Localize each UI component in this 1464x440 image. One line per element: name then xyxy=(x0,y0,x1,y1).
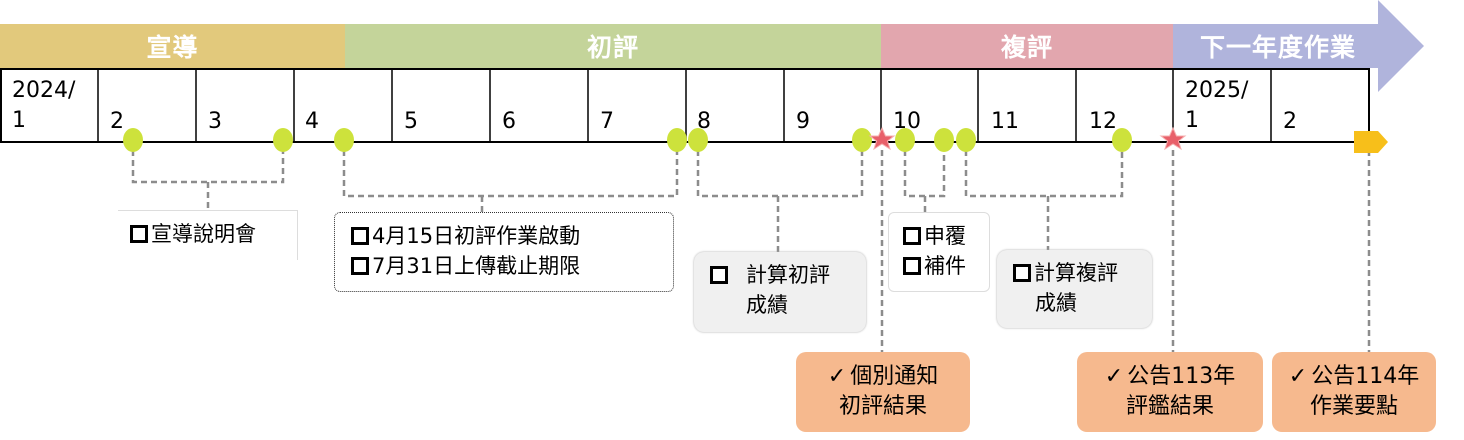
month-year: 2024/ xyxy=(12,78,76,103)
month-label: 10 xyxy=(893,109,921,134)
phase-label-initial-review: 初評 xyxy=(586,33,639,62)
item-text: 4月15日初評作業啟動 xyxy=(372,224,581,248)
star-icon xyxy=(1159,126,1187,151)
box-promotion: 宣導說明會 xyxy=(118,210,298,260)
milestone-dot xyxy=(1112,128,1132,152)
announcement-notify: ✓個別通知 初評結果 xyxy=(796,352,970,432)
month-label: 2 xyxy=(1283,109,1297,134)
item-text: 成績 xyxy=(1035,291,1077,315)
end-marker-icon xyxy=(1354,131,1388,153)
milestone-dot xyxy=(123,128,143,152)
item-text: 個別通知 xyxy=(850,364,939,389)
phase-band-promotion: 宣導 xyxy=(0,24,345,68)
item-text: 公告113年 xyxy=(1127,364,1236,389)
connector-calc-initial xyxy=(696,150,864,252)
month-year: 2025/ xyxy=(1185,78,1249,103)
month-label: 11 xyxy=(991,109,1019,134)
phase-label-wrap-next-year: 下一年度作業 xyxy=(1173,24,1383,68)
item-text: 評鑑結果 xyxy=(1125,394,1214,419)
box-line: 申覆 xyxy=(903,221,989,251)
box-initial-review: 4月15日初評作業啟動 7月31日上傳截止期限 xyxy=(334,212,674,292)
month-number: 1 xyxy=(12,108,26,133)
month-number: 1 xyxy=(1185,108,1199,133)
milestone-dot xyxy=(688,128,708,152)
box-line: ✓公告113年 xyxy=(1077,362,1263,392)
checkbox-icon xyxy=(130,225,148,243)
box-calc-initial: 計算初評 成績 xyxy=(694,252,866,332)
box-line: 7月31日上傳截止期限 xyxy=(351,251,673,281)
box-line: 宣導說明會 xyxy=(130,219,297,249)
checkbox-icon xyxy=(903,227,921,245)
connector-calc-review xyxy=(964,150,1124,250)
announcement-114: ✓公告114年 作業要點 xyxy=(1272,352,1436,432)
box-line: 計算複評 xyxy=(1013,258,1152,288)
month-label: 3 xyxy=(208,109,222,134)
box-line: 成績 xyxy=(710,290,866,320)
connector-initial xyxy=(342,150,679,212)
item-text: 成績 xyxy=(746,293,788,317)
box-line: 補件 xyxy=(903,251,989,281)
item-text: 補件 xyxy=(924,254,966,278)
milestone-dot xyxy=(956,128,976,152)
milestone-dot xyxy=(895,128,915,152)
box-calc-review: 計算複評 成績 xyxy=(997,250,1152,328)
item-text: 申覆 xyxy=(924,224,966,248)
box-line: 4月15日初評作業啟動 xyxy=(351,221,673,251)
month-label: 2 xyxy=(110,109,124,134)
month-label-2025-1: 2025/ 1 xyxy=(1185,76,1248,136)
milestone-dot xyxy=(667,128,687,152)
checkmark-icon: ✓ xyxy=(827,364,847,389)
milestone-dot xyxy=(334,128,354,152)
checkbox-icon xyxy=(710,266,728,284)
milestone-dot xyxy=(934,128,954,152)
month-dividers xyxy=(97,69,1272,142)
phase-label-promotion: 宣導 xyxy=(146,33,199,62)
phase-label-next-year: 下一年度作業 xyxy=(1199,33,1356,62)
item-text: 計算複評 xyxy=(1034,261,1118,285)
box-appeal: 申覆 補件 xyxy=(888,212,990,292)
item-text: 公告114年 xyxy=(1311,364,1420,389)
phase-band-second-review: 複評 xyxy=(881,24,1173,68)
item-text: 作業要點 xyxy=(1309,394,1398,419)
item-text: 計算初評 xyxy=(746,263,830,287)
item-text: 7月31日上傳截止期限 xyxy=(372,254,581,278)
milestone-dot xyxy=(273,128,293,152)
month-row xyxy=(0,68,1370,143)
month-label: 6 xyxy=(502,109,516,134)
month-label: 9 xyxy=(796,109,810,134)
phase-label-second-review: 複評 xyxy=(1000,33,1053,62)
phase-band-initial-review: 初評 xyxy=(345,24,881,68)
connector-appeal xyxy=(903,150,946,212)
box-line: ✓個別通知 xyxy=(796,362,970,392)
checkmark-icon: ✓ xyxy=(1288,364,1308,389)
item-text: 宣導說明會 xyxy=(151,222,256,246)
box-line: ✓公告114年 xyxy=(1272,362,1436,392)
announcement-113: ✓公告113年 評鑑結果 xyxy=(1077,352,1263,432)
box-line: 成績 xyxy=(1013,288,1152,318)
connector-promo xyxy=(131,150,285,210)
month-label: 12 xyxy=(1089,109,1117,134)
item-text: 初評結果 xyxy=(838,394,927,419)
checkbox-icon xyxy=(1013,264,1031,282)
checkmark-icon: ✓ xyxy=(1104,364,1124,389)
month-label: 5 xyxy=(404,109,418,134)
month-label: 8 xyxy=(697,109,711,134)
star-icon xyxy=(868,126,896,151)
month-label: 4 xyxy=(305,109,319,134)
month-label-2024-1: 2024/ 1 xyxy=(12,76,75,136)
milestone-dot xyxy=(852,128,872,152)
phase-band-next-year xyxy=(1173,0,1424,92)
box-line: 計算初評 xyxy=(710,260,866,290)
checkbox-icon xyxy=(351,257,369,275)
checkbox-icon xyxy=(903,257,921,275)
month-label: 7 xyxy=(600,109,614,134)
checkbox-icon xyxy=(351,227,369,245)
